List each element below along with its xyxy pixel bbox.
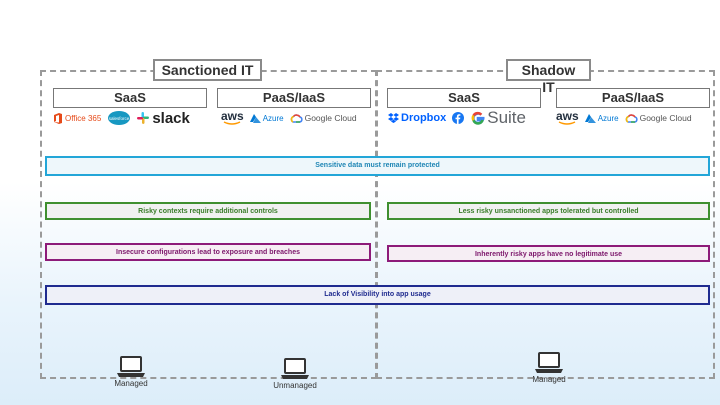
salesforce-text: salesforce xyxy=(109,116,130,121)
azure-logo: Azure xyxy=(584,113,619,123)
less-risky-apps-bar: Less risky unsanctioned apps tolerated b… xyxy=(387,202,710,220)
facebook-logo xyxy=(452,112,465,124)
aws-logo: aws xyxy=(221,108,244,125)
google-g-icon xyxy=(471,111,485,125)
aws-smile-icon xyxy=(559,120,576,125)
sanctioned-it-title: Sanctioned IT xyxy=(153,59,262,81)
laptop-icon xyxy=(117,356,145,377)
sensitive-data-bar: Sensitive data must remain protected xyxy=(45,156,710,176)
azure-icon xyxy=(249,113,261,123)
inherently-risky-apps-bar: Inherently risky apps have no legitimate… xyxy=(387,245,710,262)
unmanaged-device: Unmanaged xyxy=(268,358,322,390)
laptop-icon xyxy=(535,352,563,373)
dropbox-icon xyxy=(388,113,399,123)
azure-icon xyxy=(584,113,596,123)
shadow-saas-box: SaaS xyxy=(387,88,541,108)
slack-logo: slack xyxy=(137,110,190,127)
risky-contexts-bar: Risky contexts require additional contro… xyxy=(45,202,371,220)
lack-of-visibility-bar: Lack of Visibility into app usage xyxy=(45,285,710,305)
sanctioned-paas-box: PaaS/IaaS xyxy=(217,88,371,108)
google-cloud-logo: Google Cloud xyxy=(290,113,357,123)
gsuite-logo: Suite xyxy=(470,108,526,128)
sanctioned-saas-logos: Office 365 salesforce slack xyxy=(53,108,196,128)
laptop-icon xyxy=(281,358,309,379)
shadow-saas-logos: Dropbox Suite xyxy=(388,108,532,128)
sanctioned-paas-logos: aws Azure Google Cloud xyxy=(221,108,363,128)
shadow-paas-box: PaaS/IaaS xyxy=(556,88,710,108)
managed-device-2: Managed xyxy=(526,352,572,384)
insecure-configurations-bar: Insecure configurations lead to exposure… xyxy=(45,243,371,261)
google-cloud-icon xyxy=(625,113,638,123)
aws-smile-icon xyxy=(224,120,241,125)
shadow-paas-logos: aws Azure Google Cloud xyxy=(556,108,698,128)
google-cloud-logo: Google Cloud xyxy=(625,113,692,123)
azure-logo: Azure xyxy=(249,113,284,123)
managed-device-1: Managed xyxy=(108,356,154,388)
slack-icon xyxy=(137,112,150,124)
facebook-icon xyxy=(452,112,465,124)
dropbox-logo: Dropbox xyxy=(388,112,446,124)
office-icon xyxy=(54,112,62,124)
shadow-it-title: Shadow IT xyxy=(506,59,591,95)
google-cloud-icon xyxy=(290,113,303,123)
office365-logo: Office 365 xyxy=(53,112,101,124)
aws-logo: aws xyxy=(556,108,579,125)
salesforce-logo: salesforce xyxy=(107,110,131,126)
sanctioned-saas-box: SaaS xyxy=(53,88,207,108)
